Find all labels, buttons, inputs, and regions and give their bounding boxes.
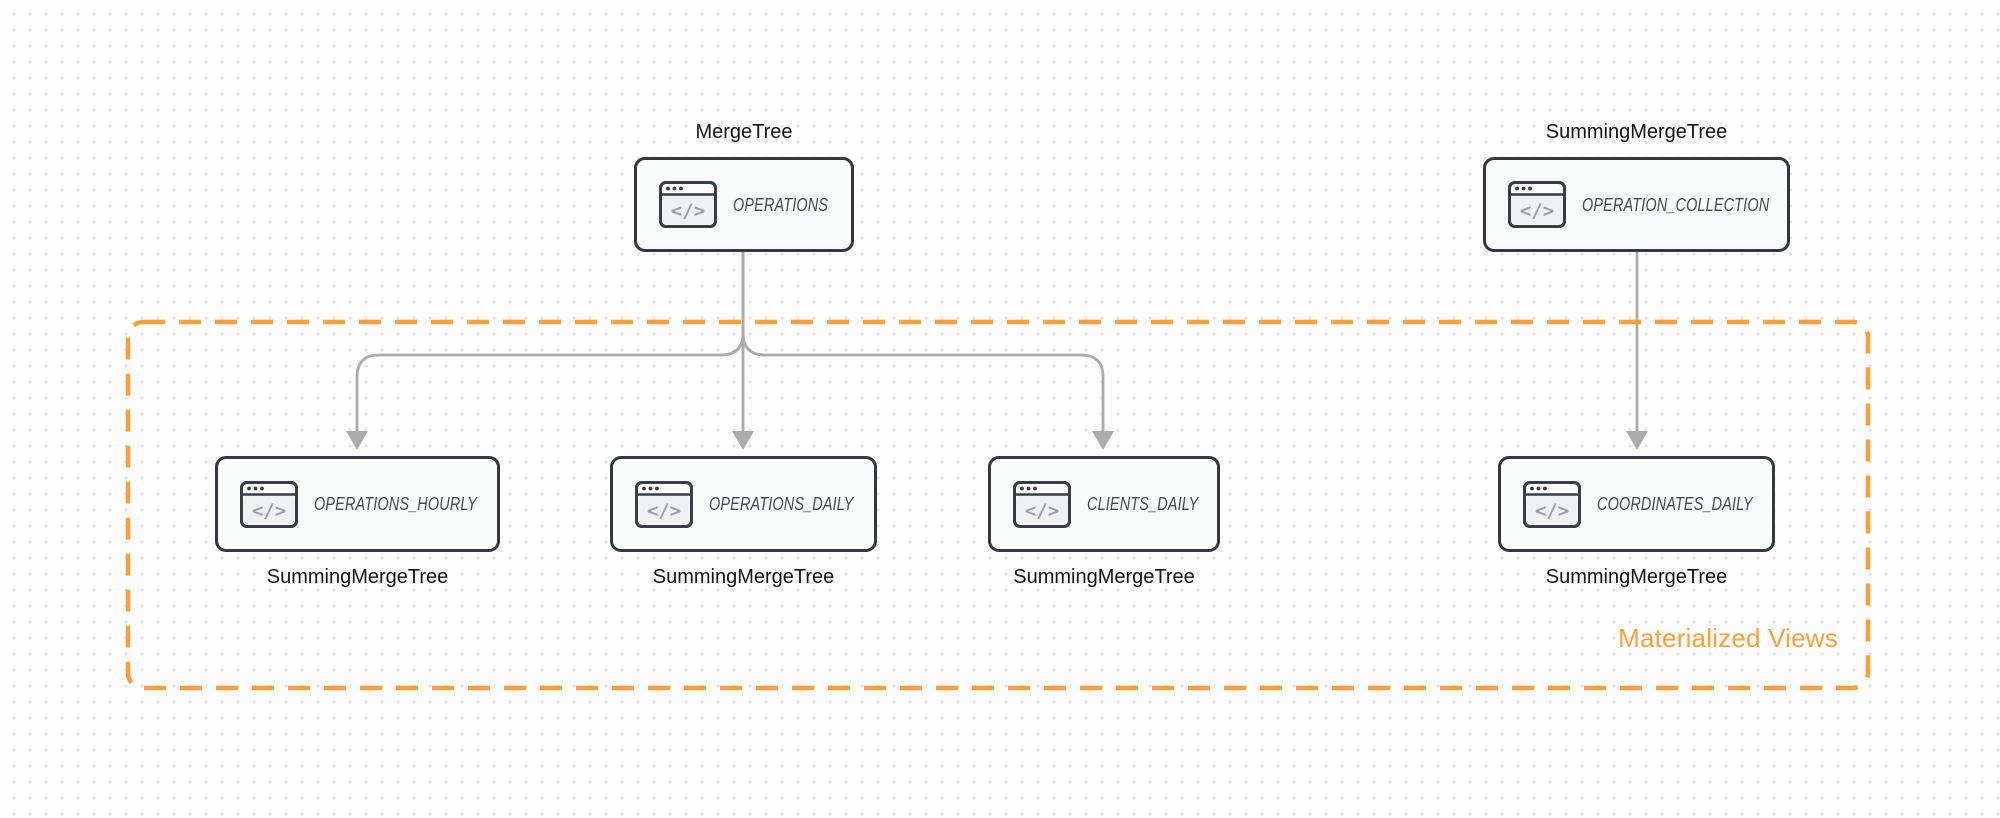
arrowhead: [732, 431, 754, 450]
table-name-label: OPERATIONS_DAILY: [709, 493, 854, 514]
engine-type-label: SummingMergeTree: [266, 566, 449, 588]
engine-type-label: MergeTree: [695, 121, 793, 143]
table-node-box: </> CLIENTS_DAILY: [988, 456, 1220, 552]
table-name-label: OPERATIONS: [733, 193, 829, 215]
engine-type-label: SummingMergeTree: [652, 566, 835, 588]
code-window-icon: </>: [1013, 480, 1071, 528]
table-node-operations: MergeTree </> OPERATIONS: [634, 121, 854, 252]
svg-text:</>: </>: [1520, 200, 1554, 222]
table-node-box: </> OPERATIONS_HOURLY: [215, 456, 500, 552]
svg-text:</>: </>: [1535, 500, 1569, 522]
code-window-icon: </>: [1508, 181, 1566, 228]
table-name-label: CLIENTS_DAILY: [1087, 493, 1199, 514]
materialized-views-group-label: Materialized Views: [1618, 623, 1838, 653]
arrowhead: [346, 431, 368, 450]
arrows: [346, 252, 1648, 450]
code-window-icon: </>: [240, 480, 298, 528]
engine-type-label: SummingMergeTree: [1545, 121, 1728, 143]
table-node-box: </> COORDINATES_DAILY: [1498, 456, 1775, 552]
table-node-operation-collection: SummingMergeTree </> OPERATION_COLLECTION: [1483, 121, 1790, 252]
table-name-label: OPERATIONS_HOURLY: [314, 493, 478, 514]
svg-text:</>: </>: [671, 200, 705, 222]
table-node-box: </> OPERATIONS_DAILY: [610, 456, 877, 552]
arrowhead: [1092, 431, 1114, 450]
table-node-clients-daily: SummingMergeTree </> CLIENTS_DAILY: [988, 456, 1220, 588]
code-window-icon: </>: [659, 181, 717, 228]
engine-type-label: SummingMergeTree: [1545, 566, 1728, 588]
table-node-operations-daily: SummingMergeTree </> OPERATIONS_DAILY: [610, 456, 877, 588]
table-node-box: </> OPERATION_COLLECTION: [1483, 157, 1790, 252]
arrowhead: [1626, 431, 1648, 450]
svg-text:</>: </>: [252, 500, 286, 522]
table-name-label: COORDINATES_DAILY: [1597, 493, 1753, 514]
engine-type-label: SummingMergeTree: [1013, 566, 1195, 588]
table-node-operations-hourly: SummingMergeTree </> OPERATIONS_HOURLY: [215, 456, 500, 588]
arrow-operations-to-hourly: [355, 252, 745, 433]
table-name-label: OPERATION_COLLECTION: [1582, 193, 1770, 215]
svg-text:</>: </>: [1025, 500, 1059, 522]
table-node-box: </> OPERATIONS: [634, 157, 854, 252]
code-window-icon: </>: [1523, 480, 1581, 528]
svg-text:</>: </>: [647, 500, 681, 522]
table-node-coordinates-daily: SummingMergeTree </> COORDINATES_DAILY: [1498, 456, 1775, 588]
code-window-icon: </>: [635, 480, 693, 528]
arrow-operations-to-clients: [741, 252, 1105, 433]
